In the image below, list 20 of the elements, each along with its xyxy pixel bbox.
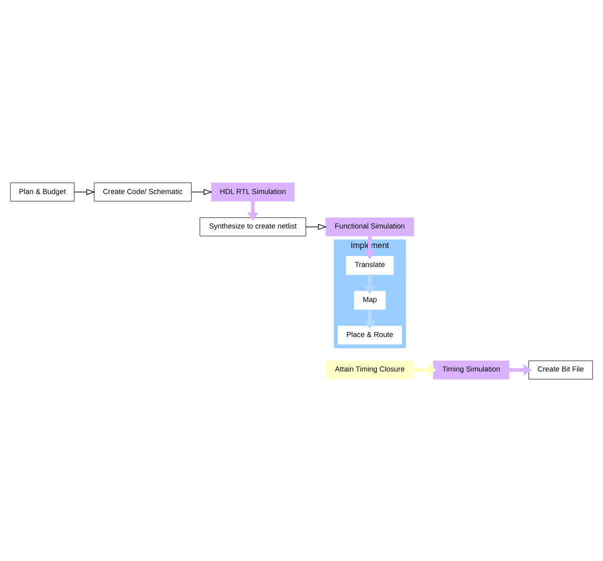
node-box: Place & Route	[338, 325, 402, 344]
node-box: Attain Timing Closure	[326, 360, 414, 379]
node-box: Translate	[346, 256, 394, 274]
node-box: Timing Simulation	[433, 360, 510, 379]
arrow	[191, 188, 212, 195]
node-box: Plan & Budget	[10, 182, 74, 201]
node-box: Functional Simulation	[326, 216, 414, 236]
node-box: Map	[354, 290, 386, 310]
arrow	[364, 274, 376, 294]
arrow	[74, 188, 96, 195]
arrow	[306, 223, 327, 230]
node-box: Create Code/ Schematic	[94, 182, 192, 201]
arrow	[414, 364, 436, 376]
arrow	[509, 364, 532, 376]
arrow	[247, 200, 259, 220]
node-box: HDL RTL Simulation	[211, 182, 295, 201]
node-box: Create Bit File	[528, 360, 593, 379]
arrow	[364, 236, 376, 259]
node-box: Synthesize to create netlist	[200, 216, 306, 236]
arrow	[364, 308, 376, 329]
